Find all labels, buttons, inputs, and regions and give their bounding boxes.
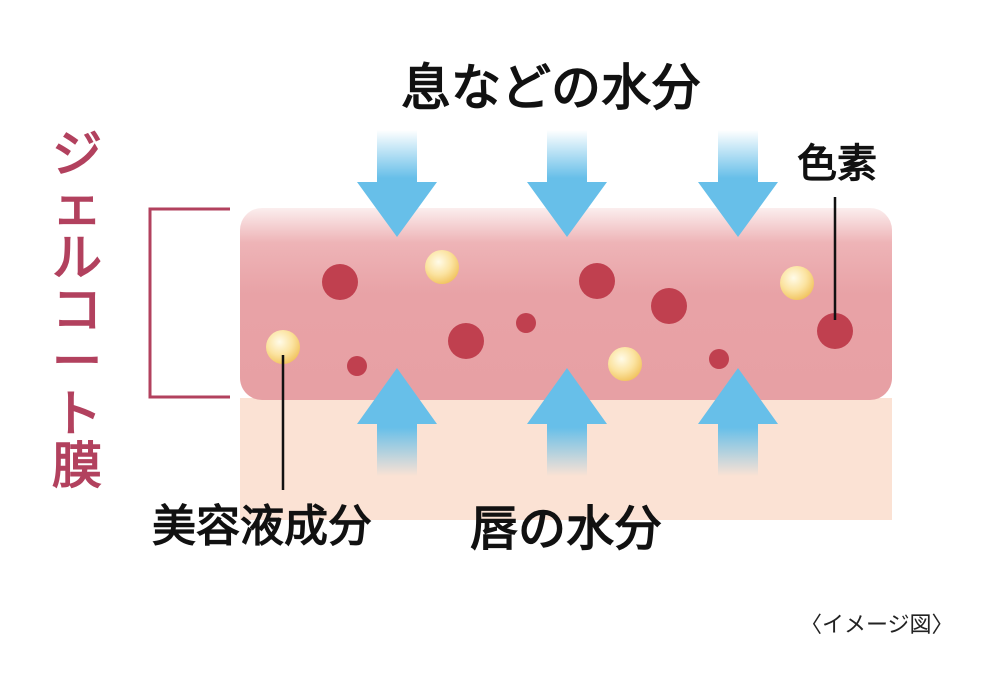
ingredient-droplet: [780, 266, 814, 300]
pigment-dot: [651, 288, 687, 324]
ingredient-droplet: [608, 347, 642, 381]
pigment-dot: [709, 349, 729, 369]
gel-coat-film-char: コ: [52, 281, 102, 339]
image-note-label: 〈イメージ図〉: [800, 613, 954, 638]
gel-coat-film: [240, 208, 892, 400]
gel-coat-film-char: ジ: [52, 125, 102, 183]
moisture-arrow-up-icon: [357, 368, 437, 476]
gel-coat-film-char: ー: [52, 333, 102, 391]
moisture-arrow-up-icon: [527, 368, 607, 476]
pigment-dot: [448, 323, 484, 359]
pigment-dot: [322, 264, 358, 300]
pigment-label: 色素: [797, 141, 877, 187]
pigment-dot: [579, 263, 615, 299]
ingredient-droplet: [266, 330, 300, 364]
pigment-dot: [347, 356, 367, 376]
moisture-arrow-down-icon: [357, 130, 437, 237]
gel-coat-film-label: ジェルコート膜: [42, 128, 112, 492]
top-moisture-label: 息などの水分: [401, 59, 701, 117]
gel-coat-film-char: ェ: [52, 177, 102, 235]
gel-coat-film-char: ル: [52, 229, 102, 287]
pigment-dot: [817, 313, 853, 349]
moisture-arrow-up-icon: [698, 368, 778, 476]
ingredient-droplet: [425, 250, 459, 284]
moisture-arrow-down-icon: [527, 130, 607, 237]
gel-coat-film-char: 膜: [52, 437, 102, 495]
gel-coat-film-text: ジェルコート膜: [52, 128, 102, 492]
moisture-arrow-down-icon: [698, 130, 778, 237]
pigment-dot: [516, 313, 536, 333]
lip-moisture-label: 唇の水分: [470, 501, 663, 557]
gel-coat-film-char: ト: [52, 385, 102, 443]
film-bracket: [148, 207, 230, 399]
beauty-ingredients-label: 美容液成分: [152, 501, 372, 552]
